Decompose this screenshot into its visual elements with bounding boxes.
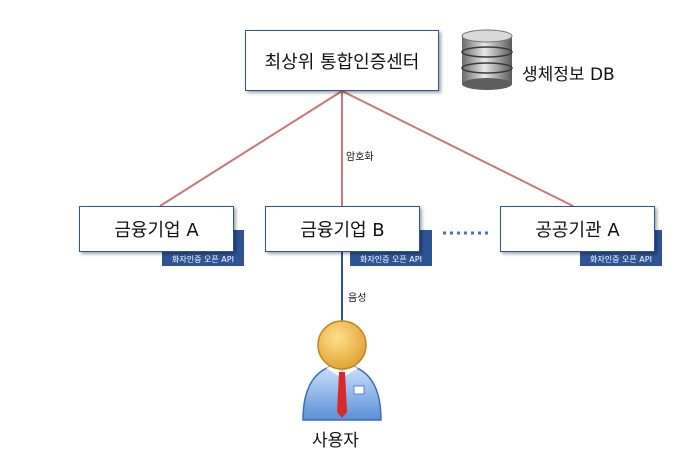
voice-label: 음성: [348, 293, 367, 304]
node-b-api-tag: 화자인증 오픈 API: [350, 230, 432, 266]
node-a-label: 금융기업 A: [114, 220, 199, 241]
node-c-api-tag: 화자인증 오픈 API: [580, 230, 662, 266]
node-c-label: 공공기관 A: [535, 220, 620, 241]
connector-top-to-node-a: [159, 90, 343, 207]
top-center-box: 최상위 통합인증센터: [245, 30, 439, 91]
user-label: 사용자: [312, 431, 359, 451]
database-label: 생체정보 DB: [522, 65, 615, 85]
node-b-box: 금융기업 B: [265, 206, 420, 252]
user-icon: [302, 320, 382, 421]
node-a-api-tag: 화자인증 오픈 API: [162, 230, 244, 266]
top-center-label: 최상위 통합인증센터: [264, 51, 420, 73]
node-c-box: 공공기관 A: [500, 206, 655, 252]
node-a-box: 금융기업 A: [79, 206, 234, 252]
database-icon: [461, 29, 513, 90]
node-b-label: 금융기업 B: [300, 220, 385, 241]
connector-top-to-node-c: [341, 90, 574, 207]
encryption-label: 암호화: [346, 152, 374, 163]
